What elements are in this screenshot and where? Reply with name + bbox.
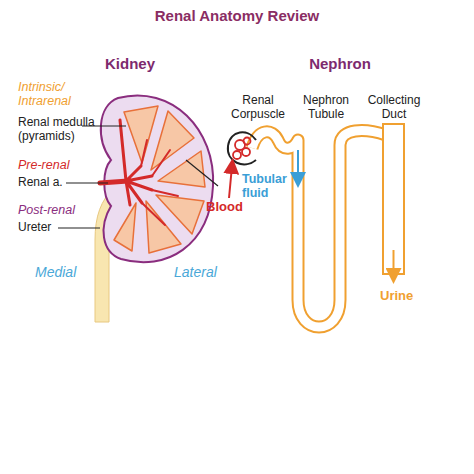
flow-label: Urine	[380, 289, 430, 304]
part-label: Nephron Tubule	[295, 94, 357, 122]
artery-branch	[120, 120, 152, 205]
bowman-capsule	[228, 132, 256, 164]
part-label: Renal a.	[18, 176, 108, 190]
capillary-loop	[242, 148, 250, 156]
leader-line	[66, 182, 108, 183]
leader-line	[186, 160, 218, 186]
fluid-arrow	[297, 150, 299, 180]
direction-label: Lateral	[174, 264, 244, 280]
leader-line	[58, 227, 100, 228]
pyramid	[114, 203, 136, 251]
pyramid-group	[114, 106, 205, 253]
diagram-title: Renal Anatomy Review	[0, 7, 474, 24]
glomerulus	[233, 138, 251, 160]
section-heading: Kidney	[80, 55, 180, 72]
renal-artery	[100, 120, 178, 225]
leader-lines	[58, 126, 218, 228]
flow-label: Tubular fluid	[242, 172, 296, 201]
capillary-loop	[244, 138, 251, 145]
part-label: Ureter	[18, 221, 108, 235]
artery-branch	[141, 140, 178, 225]
capillary-loop	[233, 151, 241, 159]
blood-arrow	[229, 166, 232, 198]
kidney-outline	[101, 95, 213, 262]
pyramid	[146, 201, 181, 253]
tubule-lumen	[252, 131, 386, 327]
urine-arrow	[393, 250, 395, 276]
pyramid	[124, 106, 158, 163]
part-label: Renal medulla (pyramids)	[18, 116, 110, 144]
section-heading: Nephron	[290, 55, 390, 72]
part-label: Collecting Duct	[361, 94, 427, 122]
direction-label: Medial	[35, 264, 105, 280]
category-label: Post-renal	[18, 203, 108, 217]
category-label: Intrinsic/ Intrarenal	[18, 80, 90, 109]
category-label: Pre-renal	[18, 158, 108, 172]
tubule-wall	[252, 131, 386, 327]
part-label: Renal Corpuscle	[226, 94, 290, 122]
flow-label: Blood	[206, 200, 256, 215]
